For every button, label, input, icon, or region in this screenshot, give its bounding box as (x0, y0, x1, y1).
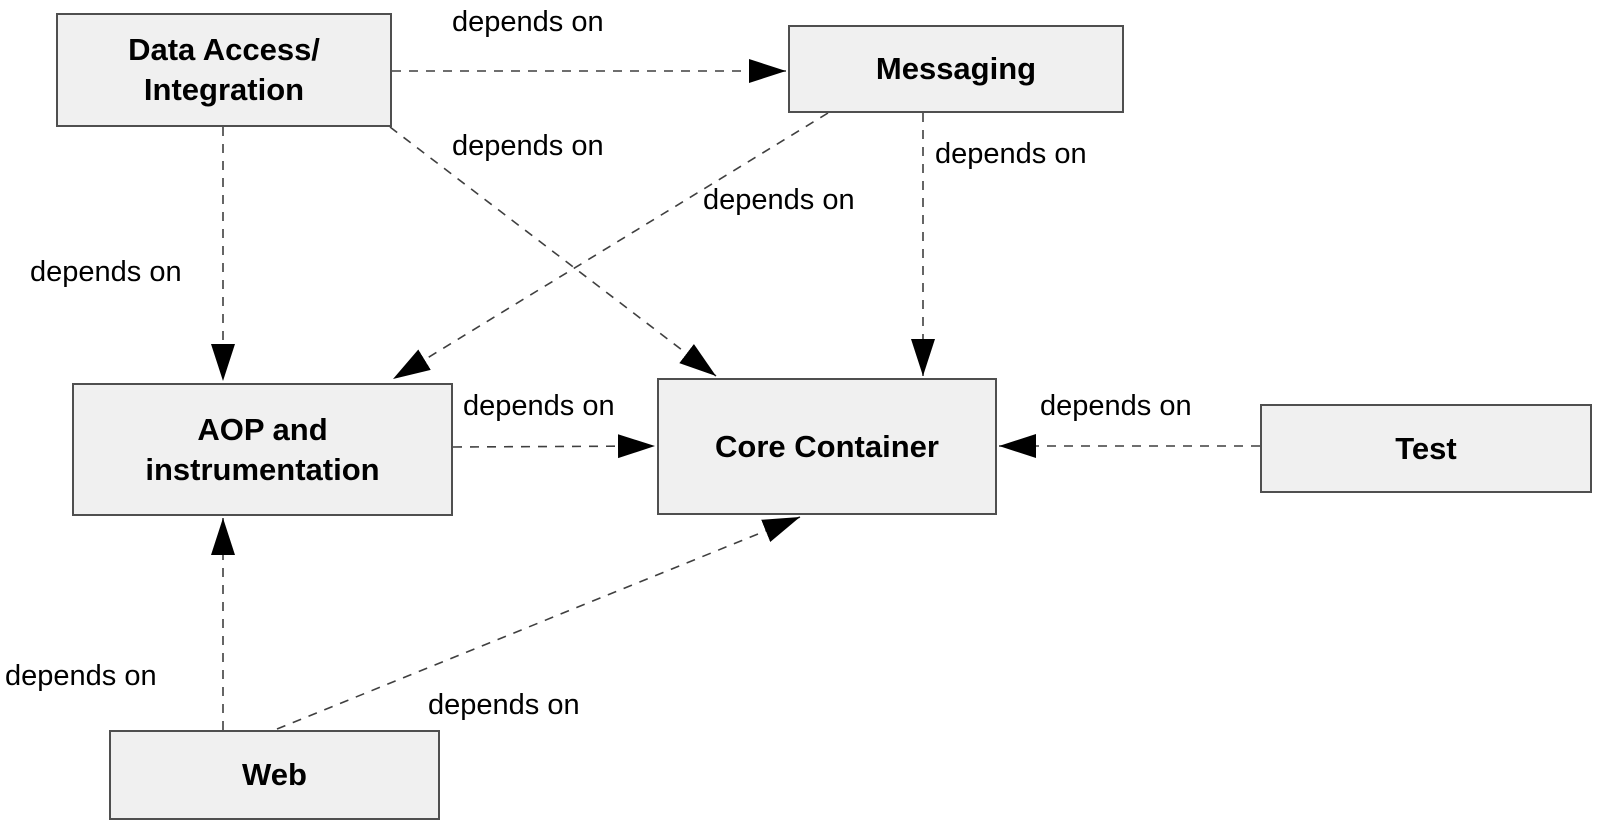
edge-label-data-access-to-core: depends on (452, 130, 604, 162)
node-messaging: Messaging (788, 25, 1124, 113)
node-label-line: Core Container (715, 428, 939, 464)
node-label-line: Web (242, 757, 307, 793)
edge-label-messaging-to-aop: depends on (703, 184, 855, 216)
node-label-line: Data Access/ (128, 32, 320, 68)
edge-label-messaging-to-core: depends on (935, 138, 1087, 170)
edge-label-web-to-core: depends on (428, 689, 580, 721)
node-web: Web (109, 730, 440, 820)
edge-label-data-access-to-messaging: depends on (452, 6, 604, 38)
node-label-line: AOP and (197, 411, 328, 447)
edge-line-aop-to-core (452, 434, 656, 459)
edge-label-aop-to-core: depends on (463, 390, 615, 422)
edge-line-data-access-to-core (389, 126, 717, 377)
node-test: Test (1260, 404, 1592, 493)
edge-label-data-access-to-aop: depends on (30, 256, 182, 288)
node-label-line: instrumentation (145, 451, 380, 487)
edge-label-test-to-core: depends on (1040, 390, 1192, 422)
node-label-line: Messaging (875, 51, 1037, 87)
node-core-container: Core Container (657, 378, 997, 515)
node-label-line: Integration (143, 72, 305, 107)
node-label-line: Test (1395, 430, 1457, 466)
node-data-access-integration: Data Access/ Integration (56, 13, 392, 127)
edge-label-web-to-aop: depends on (5, 660, 157, 692)
node-aop-and-instrumentation: AOP and instrumentation (72, 383, 453, 516)
